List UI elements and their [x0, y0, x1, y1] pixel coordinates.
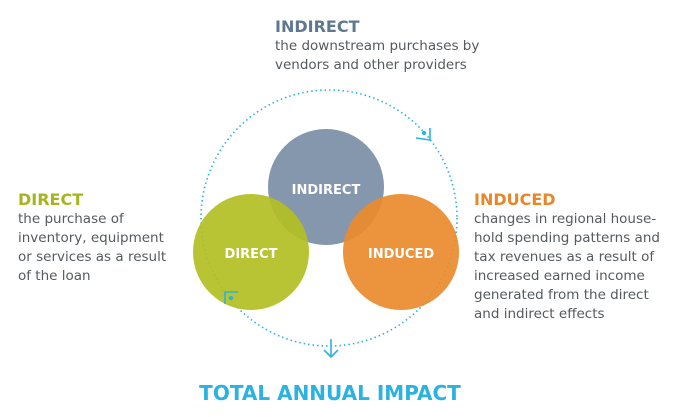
indirect-circle	[268, 129, 384, 245]
arrow-induced-to-direct-icon	[224, 291, 238, 304]
total-annual-impact-title: TOTAL ANNUAL IMPACT	[199, 381, 461, 405]
induced-heading: INDUCED	[474, 190, 556, 209]
induced-line: and indirect effects	[474, 306, 605, 322]
indirect-circle-label: INDIRECT	[292, 183, 361, 198]
cycle-dotted-ring	[200, 89, 458, 347]
induced-line: hold spending patterns and	[474, 230, 660, 246]
direct-line: inventory, equipment	[18, 230, 164, 246]
direct-circle-label: DIRECT	[225, 247, 278, 262]
induced-circle-label: INDUCED	[368, 247, 434, 262]
indirect-line: vendors and other providers	[275, 57, 467, 73]
induced-circle	[343, 194, 459, 310]
induced-line: changes in regional house-	[474, 211, 657, 227]
arrow-down-icon	[323, 339, 339, 359]
induced-line: increased earned income	[474, 268, 645, 284]
direct-line: the purchase of	[18, 211, 124, 227]
direct-line: of the loan	[18, 268, 91, 284]
induced-line: tax revenues as a result of	[474, 249, 655, 265]
direct-circle	[193, 194, 309, 310]
induced-description: INDUCED changes in regional house- hold …	[474, 190, 660, 324]
direct-heading: DIRECT	[18, 190, 84, 209]
direct-line: or services as a result	[18, 249, 167, 265]
indirect-heading: INDIRECT	[275, 17, 360, 36]
indirect-description: INDIRECT the downstream purchases by ven…	[275, 17, 479, 75]
direct-description: DIRECT the purchase of inventory, equipm…	[18, 190, 166, 286]
arrow-indirect-to-induced-icon	[415, 128, 431, 141]
induced-line: generated from the direct	[474, 287, 649, 303]
indirect-line: the downstream purchases by	[275, 38, 480, 54]
